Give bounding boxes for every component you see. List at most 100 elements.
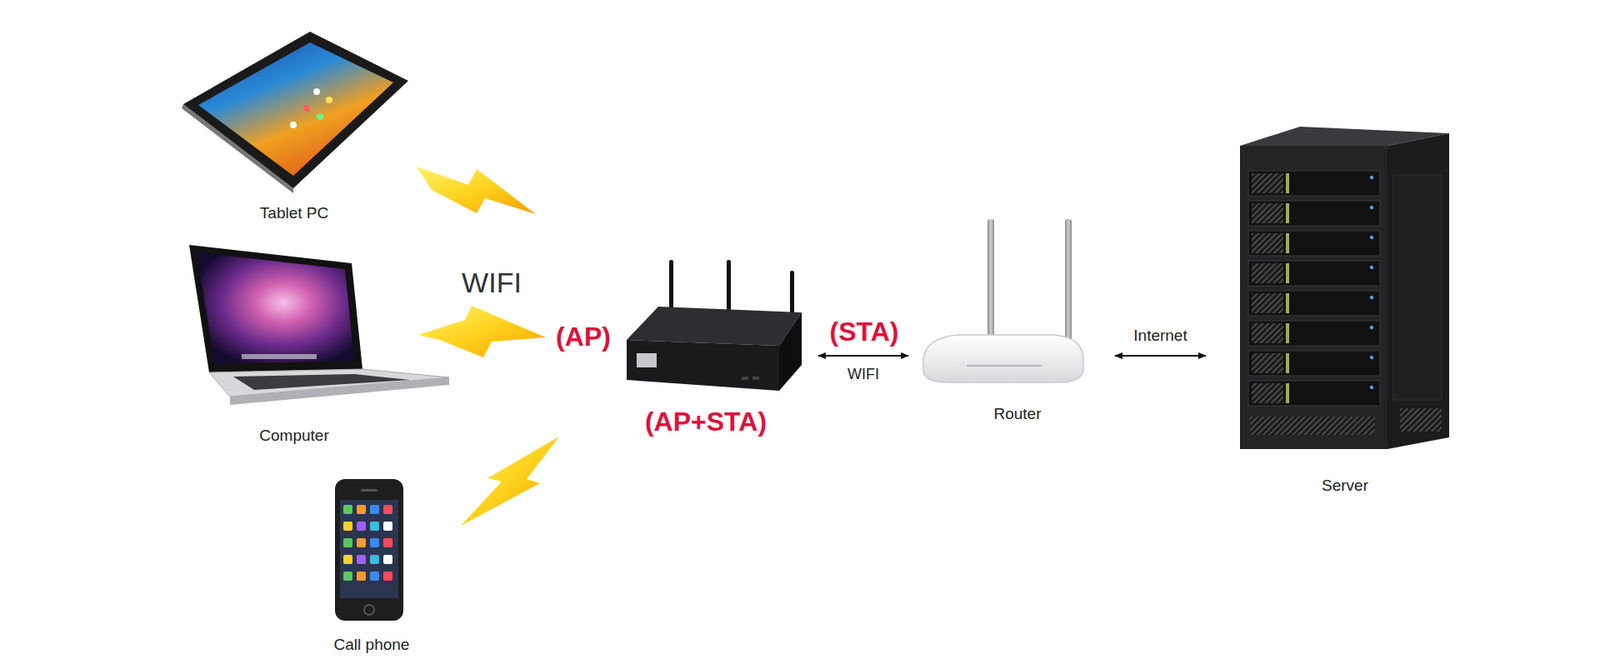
app-icon	[343, 505, 353, 515]
device-label: Call phone	[334, 635, 410, 655]
drive-led	[1370, 205, 1374, 210]
drive-bay	[1248, 200, 1380, 226]
link-label: WIFI	[845, 365, 882, 384]
illustration-part	[290, 121, 297, 129]
ap-sta-device-picture	[626, 260, 802, 391]
phone-picture	[335, 479, 404, 621]
illustration-part	[303, 105, 310, 112]
drive-led	[1370, 325, 1374, 330]
app-icon	[356, 571, 366, 581]
wifi-bolt	[416, 166, 536, 215]
illustration-part	[987, 219, 995, 345]
drive-bay	[1248, 170, 1380, 196]
illustration-part	[343, 505, 393, 581]
drive-bay	[1248, 230, 1380, 256]
drive-vent	[1251, 233, 1284, 254]
illustration-part	[183, 31, 409, 189]
drive-vent	[1251, 293, 1284, 314]
drive-led	[1370, 175, 1374, 180]
illustration-part	[923, 335, 1084, 383]
illustration-part	[233, 374, 410, 390]
app-icon	[356, 555, 366, 565]
drive-stripe	[1285, 173, 1290, 194]
app-icon	[343, 571, 353, 581]
drive-vent	[1251, 263, 1284, 284]
wifi-bolt	[418, 305, 546, 358]
illustration-part	[752, 376, 760, 380]
illustration-part	[636, 353, 657, 368]
app-icon	[383, 521, 393, 531]
app-icon	[383, 505, 393, 515]
illustration-part	[1387, 133, 1450, 450]
illustration-part	[325, 96, 333, 104]
app-icon	[343, 555, 353, 565]
router-picture	[923, 219, 1084, 383]
wifi-label: WIFI	[461, 266, 522, 300]
device-node: (AP+STA)	[624, 260, 804, 391]
link-label: Internet	[1130, 326, 1190, 345]
app-icon	[370, 571, 380, 581]
illustration-part	[364, 605, 375, 615]
drive-led	[1370, 235, 1374, 240]
device-node: Tablet PC	[181, 30, 409, 190]
app-icon	[383, 538, 393, 548]
app-icon	[356, 505, 366, 515]
drive-led	[1370, 355, 1374, 360]
device-node: Router	[923, 219, 1084, 383]
drive-stripe	[1285, 323, 1290, 344]
device-label: Computer	[259, 426, 329, 445]
illustration-part	[316, 113, 324, 120]
device-label: (AP+STA)	[645, 406, 767, 438]
drive-vent	[1251, 323, 1284, 344]
link-arrow	[818, 355, 909, 357]
illustration-part	[241, 354, 317, 360]
drive-led	[1370, 265, 1374, 270]
illustration-part	[626, 306, 802, 346]
drive-vent	[1251, 383, 1284, 404]
mode-label: (AP)	[555, 321, 611, 353]
device-node: Computer	[189, 245, 450, 404]
drive-stripe	[1285, 353, 1290, 374]
app-icon	[343, 521, 353, 531]
illustration-part	[1400, 408, 1442, 432]
device-node: Call phone	[335, 479, 404, 621]
illustration-part	[741, 376, 749, 380]
app-icon	[370, 555, 380, 565]
server-picture	[1240, 126, 1450, 450]
app-icon	[383, 571, 393, 581]
drive-stripe	[1285, 233, 1290, 254]
mode-label: (STA)	[830, 316, 900, 348]
device-node: Server	[1240, 125, 1450, 461]
illustration-part	[966, 365, 1042, 367]
illustration-part	[360, 489, 378, 492]
illustration-part	[1250, 416, 1375, 435]
illustration-part	[726, 260, 731, 317]
laptop-picture	[189, 245, 450, 405]
link-arrow	[1115, 355, 1206, 357]
illustration-part	[198, 42, 394, 176]
device-label: Router	[993, 405, 1041, 424]
illustration-part	[1065, 219, 1072, 345]
illustration-part	[779, 312, 802, 391]
device-label: Tablet PC	[260, 204, 329, 223]
drive-stripe	[1285, 203, 1290, 224]
drive-stripe	[1285, 383, 1290, 404]
drive-led	[1370, 385, 1374, 390]
app-icon	[370, 505, 380, 515]
drive-vent	[1251, 203, 1284, 224]
drive-stripe	[1285, 293, 1290, 314]
illustration-part	[196, 252, 355, 365]
drive-bay	[1248, 320, 1380, 346]
illustration-part	[189, 245, 363, 373]
app-icon	[370, 538, 380, 548]
drive-stripe	[1285, 263, 1290, 284]
illustration-part	[1240, 145, 1388, 450]
drive-led	[1370, 295, 1374, 300]
app-icon	[343, 538, 353, 548]
device-label: Server	[1321, 476, 1369, 495]
illustration-part	[340, 500, 399, 599]
drive-vent	[1251, 173, 1284, 194]
